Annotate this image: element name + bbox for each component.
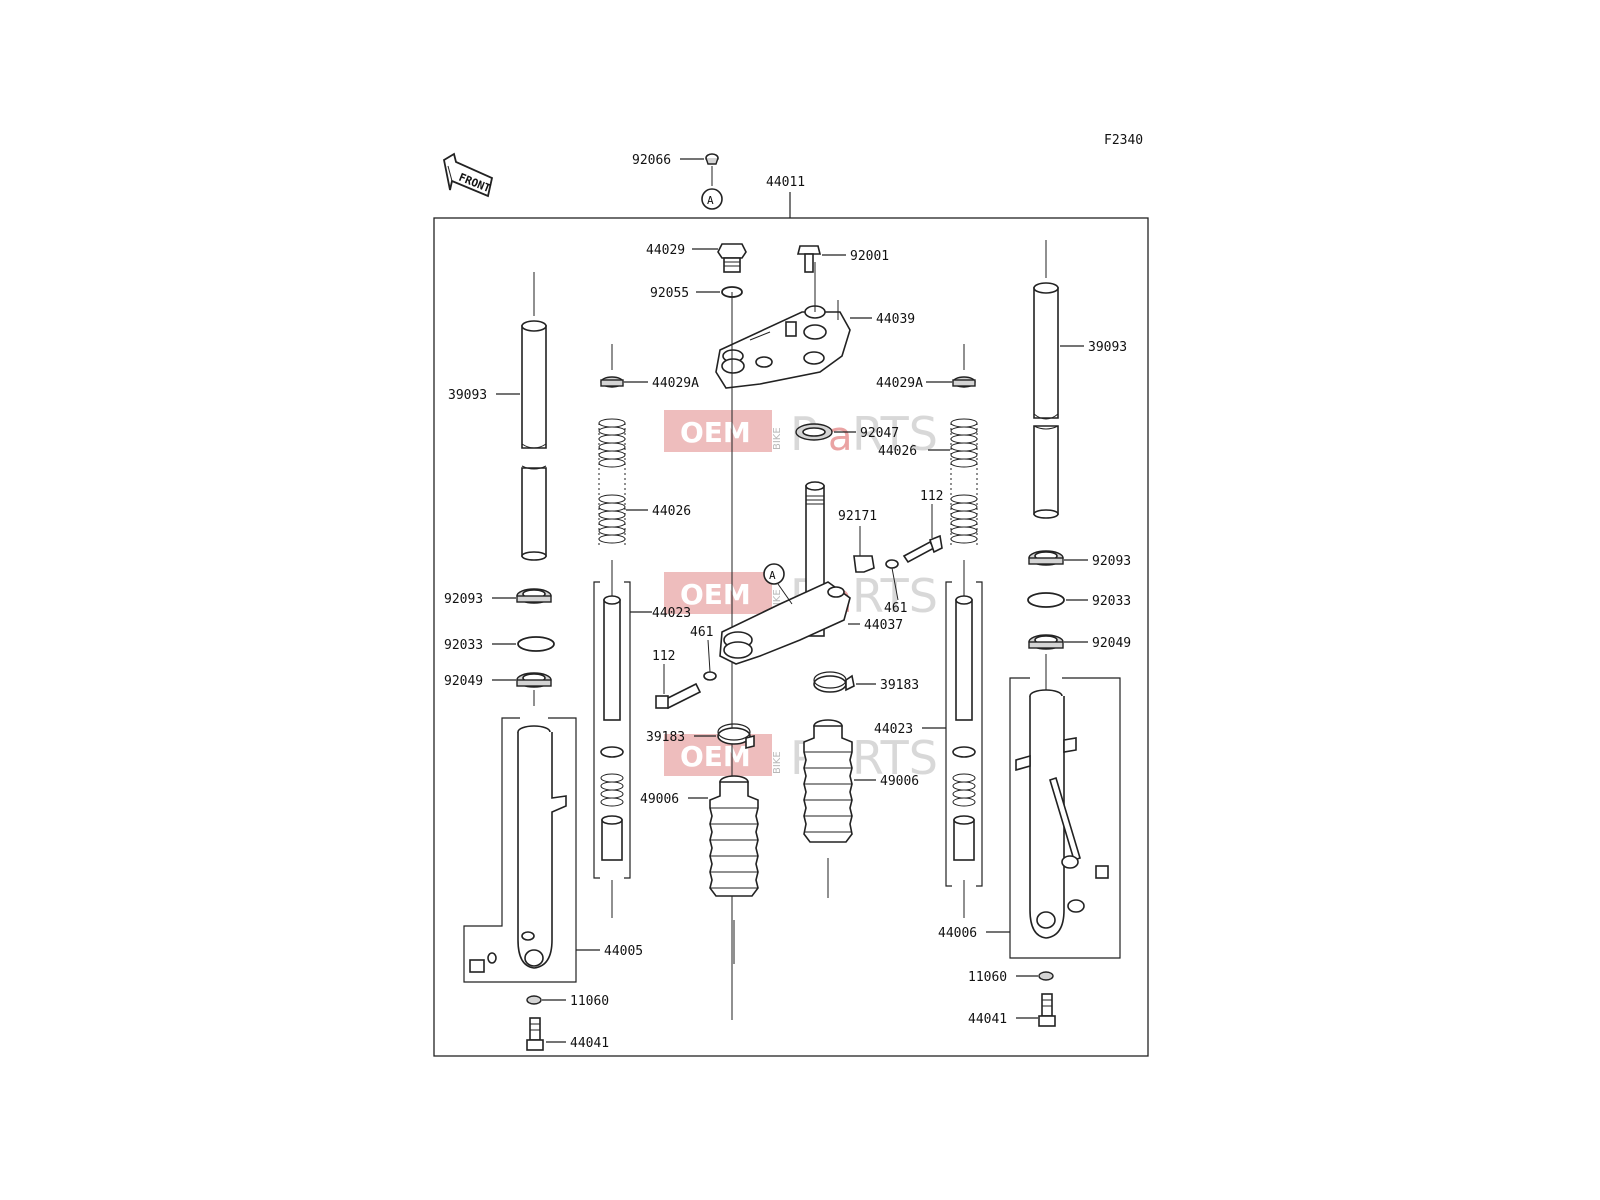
part-39183-right: 39183 bbox=[813, 671, 919, 693]
label-44041-left: 44041 bbox=[570, 1036, 609, 1051]
svg-text:A: A bbox=[707, 194, 714, 207]
label-461-left: 461 bbox=[690, 625, 713, 640]
part-39093-left-inner-tube: 39093 bbox=[448, 272, 547, 561]
svg-text:RTS: RTS bbox=[852, 569, 938, 623]
watermark-1: OEM BIKE P a RTS bbox=[664, 407, 938, 461]
front-arrow-icon: FRONT bbox=[442, 152, 494, 198]
label-92001: 92001 bbox=[850, 249, 889, 264]
part-92047: 92047 bbox=[795, 423, 899, 441]
label-44026-left: 44026 bbox=[652, 504, 691, 519]
label-461-right: 461 bbox=[884, 601, 907, 616]
label-39183-right: 39183 bbox=[880, 678, 919, 693]
part-44037-steering-stem: 44037 A bbox=[719, 481, 903, 665]
part-92066: 92066 A bbox=[632, 153, 723, 210]
part-44006-right-outer-tube: 44006 bbox=[938, 677, 1121, 959]
part-39093-right-inner-tube: 39093 bbox=[1033, 240, 1127, 519]
label-92047: 92047 bbox=[860, 426, 899, 441]
label-112-right: 112 bbox=[920, 489, 943, 504]
label-11060-left: 11060 bbox=[570, 994, 609, 1009]
label-92049-right: 92049 bbox=[1092, 636, 1131, 651]
watermark-3: OEM BIKE P a RTS bbox=[664, 731, 938, 785]
label-92066: 92066 bbox=[632, 153, 671, 168]
part-92093-right: 92093 bbox=[1028, 550, 1131, 569]
label-44041-right: 44041 bbox=[968, 1012, 1007, 1027]
label-92033-left: 92033 bbox=[444, 638, 483, 653]
svg-text:BIKE: BIKE bbox=[772, 589, 783, 612]
label-92033-right: 92033 bbox=[1092, 594, 1131, 609]
svg-text:BIKE: BIKE bbox=[772, 751, 783, 774]
part-44041-right: 44041 bbox=[968, 993, 1056, 1027]
label-92093-right: 92093 bbox=[1092, 554, 1131, 569]
label-44026-right: 44026 bbox=[878, 444, 917, 459]
svg-text:RTS: RTS bbox=[852, 731, 938, 785]
svg-text:A: A bbox=[769, 569, 776, 582]
part-92171: 92171 bbox=[838, 509, 877, 573]
part-92093-left: 92093 bbox=[444, 588, 552, 607]
part-92049-left: 92049 bbox=[444, 672, 552, 706]
label-11060-right: 11060 bbox=[968, 970, 1007, 985]
label-44029: 44029 bbox=[646, 243, 685, 258]
svg-text:RTS: RTS bbox=[852, 407, 938, 461]
part-49006-left-boot: 49006 bbox=[640, 775, 759, 964]
label-39093-left: 39093 bbox=[448, 388, 487, 403]
part-44041-left: 44041 bbox=[526, 1017, 609, 1051]
circle-ref-a bbox=[701, 188, 723, 210]
label-92049-left: 92049 bbox=[444, 674, 483, 689]
label-39093-right: 39093 bbox=[1088, 340, 1127, 355]
part-49006-right-boot: 49006 bbox=[803, 719, 919, 898]
part-92049-right: 92049 bbox=[1028, 634, 1131, 690]
part-11060-right: 11060 bbox=[968, 970, 1054, 985]
label-44011: 44011 bbox=[766, 175, 805, 190]
figure-code: F2340 bbox=[1104, 133, 1143, 148]
part-44026-right-spring: 44026 bbox=[878, 418, 978, 545]
label-44005: 44005 bbox=[604, 944, 643, 959]
part-44026-left-spring: 44026 bbox=[598, 418, 691, 545]
part-44023-left-damper: 44023 bbox=[593, 560, 691, 918]
svg-text:BIKE: BIKE bbox=[772, 427, 783, 450]
part-44023-right-damper: 44023 bbox=[874, 560, 983, 918]
part-112-left: 112 bbox=[652, 649, 702, 710]
part-461-left: 461 bbox=[690, 625, 717, 681]
part-44005-left-outer-tube: 44005 bbox=[463, 717, 643, 983]
svg-text:a: a bbox=[828, 414, 853, 460]
label-44023-right: 44023 bbox=[874, 722, 913, 737]
label-92055: 92055 bbox=[650, 286, 689, 301]
part-44029A-left: 44029A bbox=[600, 344, 699, 391]
label-39183-left: 39183 bbox=[646, 730, 685, 745]
part-92033-right: 92033 bbox=[1027, 592, 1131, 609]
assembly-frame-44011 bbox=[433, 217, 1149, 1057]
label-49006-left: 49006 bbox=[640, 792, 679, 807]
part-461-right: 461 bbox=[884, 559, 907, 616]
label-44039: 44039 bbox=[876, 312, 915, 327]
part-92055: 92055 bbox=[650, 286, 743, 301]
label-44029A-left: 44029A bbox=[652, 376, 699, 391]
part-44029A-right: 44029A bbox=[876, 344, 976, 391]
label-44006: 44006 bbox=[938, 926, 977, 941]
label-112-left: 112 bbox=[652, 649, 675, 664]
part-44039-top-bracket: 44039 bbox=[715, 262, 915, 1020]
part-92033-left: 92033 bbox=[444, 636, 555, 653]
circle-ref-a-stem bbox=[763, 563, 785, 585]
label-92171: 92171 bbox=[838, 509, 877, 524]
label-92093-left: 92093 bbox=[444, 592, 483, 607]
part-39183-left: 39183 bbox=[646, 723, 755, 750]
part-44029: 44029 bbox=[646, 243, 747, 273]
part-11060-left: 11060 bbox=[526, 994, 609, 1009]
label-44037: 44037 bbox=[864, 618, 903, 633]
svg-text:OEM: OEM bbox=[680, 416, 751, 449]
part-112-right: 112 bbox=[902, 489, 943, 564]
label-44029A-right: 44029A bbox=[876, 376, 923, 391]
label-44023-left: 44023 bbox=[652, 606, 691, 621]
svg-text:OEM: OEM bbox=[680, 578, 751, 611]
label-49006-right: 49006 bbox=[880, 774, 919, 789]
part-92001: 92001 bbox=[796, 245, 889, 273]
svg-text:OEM: OEM bbox=[680, 740, 751, 773]
